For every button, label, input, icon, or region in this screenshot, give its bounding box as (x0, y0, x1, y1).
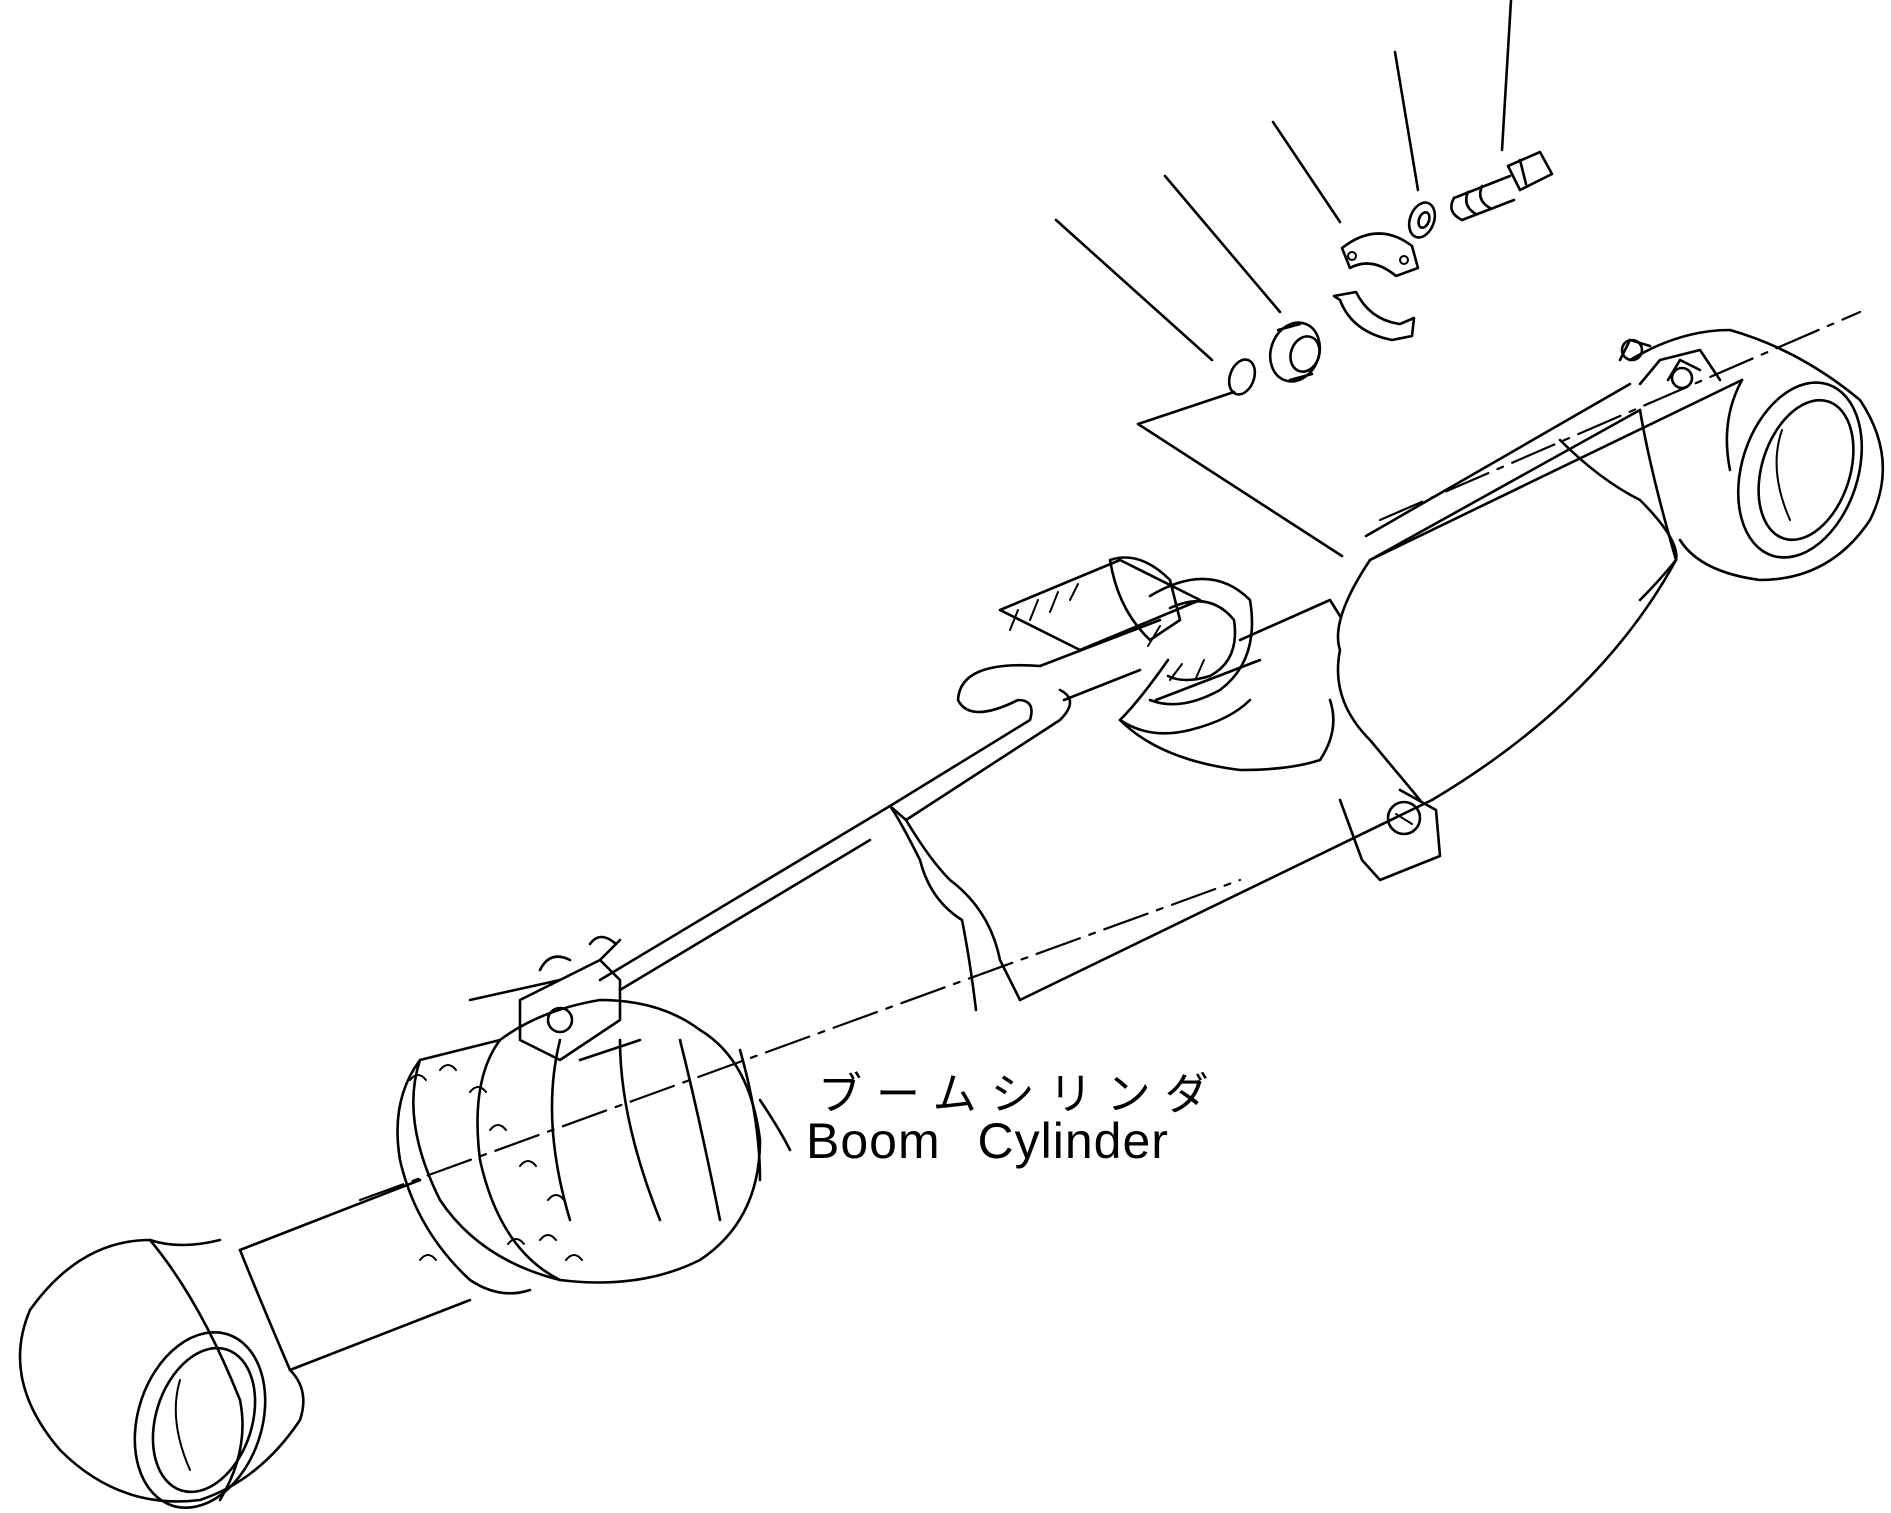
caption-japanese: ブームシリンダ (818, 1069, 1223, 1120)
valve-manifold (998, 556, 1342, 772)
head-port-block (518, 935, 622, 1062)
cylinder-centerline (358, 310, 1862, 1202)
washer-icon (1407, 201, 1437, 239)
collar-icon (1268, 321, 1322, 383)
caption-english: Boom Cylinder (806, 1113, 1169, 1169)
cylinder-tube (888, 378, 1744, 1012)
lower-pipe (598, 618, 1162, 992)
bolt-icon (1450, 150, 1554, 222)
upper-pipe (1364, 338, 1722, 562)
leader-lines (1054, 0, 1513, 362)
rod-end-eye (1628, 328, 1885, 582)
o-ring-icon (1227, 358, 1257, 396)
tube-bracket (1338, 788, 1442, 882)
split-flange-icon (1332, 232, 1420, 342)
cylinder-head (396, 978, 762, 1295)
rod-and-bottom-eye (18, 1178, 472, 1510)
pipe-guide-line (1136, 390, 1344, 558)
label-leader (758, 1098, 792, 1152)
